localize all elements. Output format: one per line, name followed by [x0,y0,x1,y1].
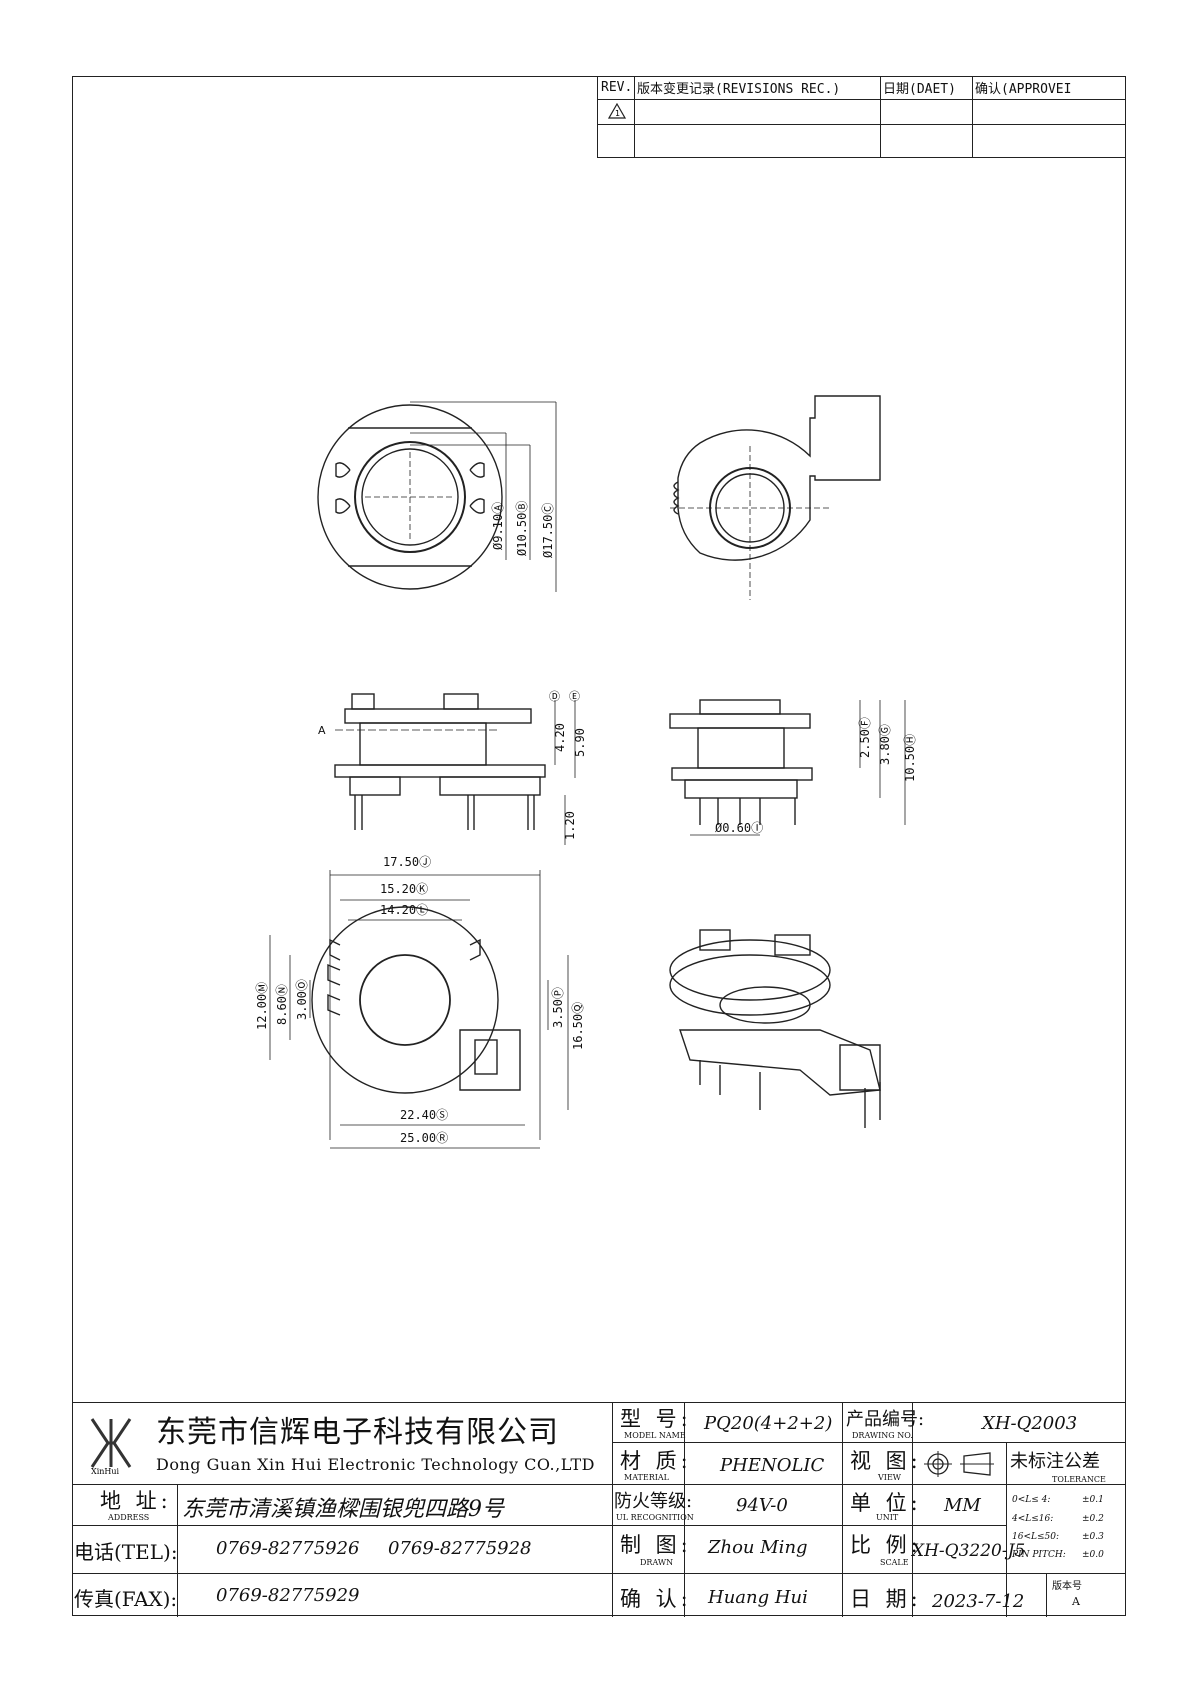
bottom-dim-bottom-1: 22.40Ⓢ [400,1108,448,1122]
fax-label: 传真(FAX): [74,1587,178,1611]
drawn-value: Zhou Ming [708,1537,808,1558]
rev-header: REV. [601,80,633,95]
tolerance-label-en: TOLERANCE [1052,1475,1106,1484]
projection-symbol-icon [924,1451,994,1477]
bottom-dim-top-3: 14.20Ⓛ [380,903,428,917]
scale-label: 比 例: [850,1533,922,1557]
bottom-dim-left-2: 8.60Ⓝ [275,984,289,1025]
tolerance-value-1: ±0.1 [1082,1495,1104,1505]
tolerance-value-4: ±0.0 [1082,1550,1104,1560]
revision-record-header: 版本变更记录(REVISIONS REC.) [637,82,841,97]
isometric-view [669,929,881,1128]
material-label-en: MATERIAL [624,1473,669,1482]
drawn-label-en: DRAWN [640,1558,674,1567]
model-label: 型 号: [620,1407,692,1431]
engineering-drawing: Ø9.10Ⓐ Ø10.50Ⓑ Ø17.50Ⓒ A 4.20 5.90 1.20 [255,395,917,1149]
side-dim-2: 5.90 [573,728,587,757]
address-label: 地 址: [100,1489,172,1513]
svg-text:1: 1 [615,109,620,118]
bottom-dim-bottom-2: 25.00Ⓡ [400,1131,448,1145]
fax-number: 0769-82775929 [216,1585,360,1606]
side-dim-3: 1.20 [563,811,577,840]
confirm-value: Huang Hui [708,1587,808,1608]
unit-value: MM [944,1495,981,1516]
confirm-label: 确 认: [620,1587,692,1611]
tel-number-2: 0769-82775928 [388,1538,532,1559]
unit-label: 单 位: [850,1491,922,1515]
tolerance-range-1: 0<L≤ 4: [1012,1495,1051,1505]
revision-date-header: 日期(DAET) [883,82,956,97]
address-label-en: ADDRESS [108,1513,150,1522]
date-value: 2023-7-12 [932,1591,1025,1612]
bottom-view: 17.50Ⓙ 15.20Ⓚ 14.20Ⓛ 12.00Ⓜ 8.60Ⓝ 3.00Ⓞ … [255,855,585,1149]
bottom-dim-right-1: 3.50Ⓟ [551,987,565,1028]
ul-label-en: UL RECOGNITION [616,1513,694,1522]
bottom-dim-top-2: 15.20Ⓚ [380,882,428,896]
bottom-dim-top-1: 17.50Ⓙ [383,855,431,869]
model-value: PQ20(4+2+2) [704,1413,833,1434]
tolerance-range-4: PIN PITCH: [1012,1550,1066,1560]
bottom-dim-right-2: 16.50Ⓠ [571,1002,585,1050]
bottom-dim-left-3: 3.00Ⓞ [295,979,309,1020]
ul-value: 94V-0 [736,1495,788,1516]
company-address: 东莞市清溪镇渔樑围银兜四路9号 [182,1497,504,1522]
tel-number-1: 0769-82775926 [216,1538,360,1559]
drawn-label: 制 图: [620,1533,692,1557]
side-right-dim-3: 10.50Ⓗ [903,734,917,782]
date-label: 日 期: [850,1587,922,1611]
top-view-right [670,395,881,600]
drawing-no-value: XH-Q2003 [982,1413,1078,1434]
version-label: 版本号 [1052,1581,1082,1592]
material-label: 材 质: [620,1449,692,1473]
ul-label: 防火等级: [614,1491,693,1512]
mark-d: Ⓓ [549,690,560,703]
model-label-en: MODEL NAME [624,1431,686,1440]
side-right-dim-2: 3.80Ⓖ [878,724,892,765]
scale-value: XH-Q3220-J5 [912,1541,1026,1561]
revision-table: REV. 版本变更记录(REVISIONS REC.) 日期(DAET) 确认(… [597,76,1126,158]
top-view: Ø9.10Ⓐ Ø10.50Ⓑ Ø17.50Ⓒ [317,401,557,592]
logo-text: XinHui [91,1467,120,1475]
top-dim-1: Ø9.10Ⓐ [491,502,505,550]
view-label: 视 图: [850,1449,922,1473]
version-value: A [1072,1595,1080,1608]
side-right-dim-1: 2.50Ⓕ [858,717,872,758]
side-dim-1: 4.20 [553,723,567,752]
unit-label-en: UNIT [876,1513,899,1522]
company-name-cn: 东莞市信辉电子科技有限公司 [156,1415,559,1450]
drawing-sheet-border [72,76,1126,1616]
revision-triangle-icon: 1 [608,103,626,119]
company-logo: XinHui [90,1418,132,1475]
scale-label-en: SCALE [880,1558,909,1567]
side-view-left: A 4.20 5.90 1.20 Ⓓ Ⓔ [318,690,587,845]
section-label: A [318,724,326,737]
company-name-en: Dong Guan Xin Hui Electronic Technology … [156,1455,596,1474]
tolerance-label: 未标注公差 [1010,1451,1100,1472]
tel-label: 电话(TEL): [74,1540,178,1564]
top-dim-3: Ø17.50Ⓒ [541,503,555,558]
drawing-no-label-en: DRAWING NO. [852,1431,913,1440]
drawing-no-label: 产品编号: [846,1409,925,1430]
pin-dim: Ø0.60Ⓘ [715,821,763,835]
title-block: XinHui 东莞市信辉电子科技有限公司 Dong Guan Xin Hui E… [72,1402,1126,1617]
mark-e: Ⓔ [569,690,580,703]
tolerance-value-3: ±0.3 [1082,1532,1104,1542]
top-dim-2: Ø10.50Ⓑ [515,501,529,556]
tolerance-value-2: ±0.2 [1082,1514,1104,1524]
tolerance-range-2: 4<L≤16: [1012,1514,1054,1524]
side-view-right: 2.50Ⓕ 3.80Ⓖ 10.50Ⓗ Ø0.60Ⓘ [669,699,917,836]
material-value: PHENOLIC [720,1455,825,1476]
tolerance-range-3: 16<L≤50: [1012,1532,1059,1542]
view-label-en: VIEW [878,1473,901,1482]
revision-approve-header: 确认(APPROVEI [975,82,1072,97]
bottom-dim-left-1: 12.00Ⓜ [255,982,269,1030]
